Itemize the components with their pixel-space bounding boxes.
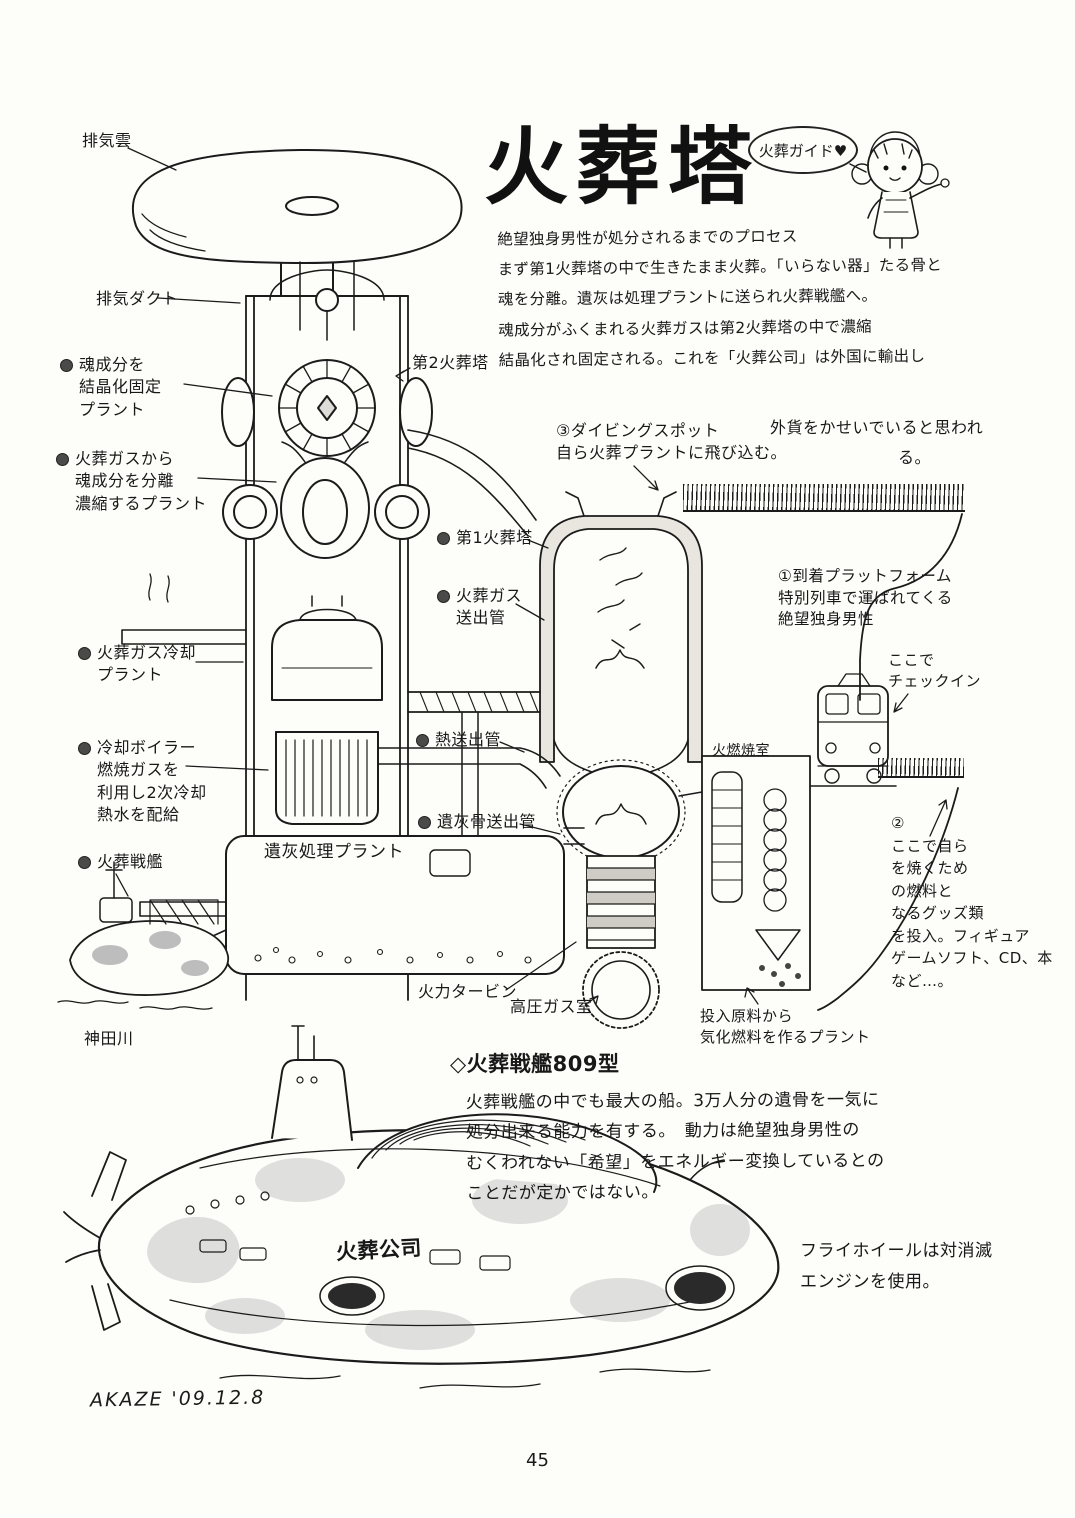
label-combustion-room: 火燃焼室 (712, 743, 770, 759)
label-text: 魂成分を 結晶化固定 プラント (79, 355, 162, 419)
label-text: 冷却ボイラー 燃焼ガスを 利用し2次冷却 熱水を配給 (97, 738, 207, 825)
note-dive-spot: ③ダイビングスポット 自ら火葬プラントに飛び込む。 (556, 421, 788, 463)
label-exhaust-cloud: 排気雲 (82, 131, 132, 150)
intro-paragraph: 絶望独身男性が処分されるまでのプロセス まず第1火葬塔の中で生きたまま火葬。「い… (497, 227, 943, 370)
bullet-icon (416, 734, 429, 747)
note-refinery-plant: 投入原料から 気化燃料を作るプラント (700, 1007, 871, 1046)
bullet-icon (78, 742, 91, 755)
warship-section-body: 火葬戦艦の中でも最大の船。3万人分の遺骨を一気に 処分出来る能力を有する。 動力… (465, 1089, 885, 1204)
label-tower1: 第1火葬塔 (437, 527, 533, 549)
label-gas-pipe: 火葬ガス 送出管 (437, 585, 522, 630)
label-cooling-plant: 火葬ガス冷却 プラント (78, 642, 196, 687)
bullet-icon (60, 359, 73, 372)
label-ash-pipe: 遺灰骨送出管 (418, 811, 536, 833)
intro-tail-line: 外貨をかせいでいると思われ (770, 418, 984, 437)
label-crystallize-plant: 魂成分を 結晶化固定 プラント (60, 354, 162, 421)
label-text: 遺灰骨送出管 (437, 812, 537, 831)
note-arrival-platform: ①到着プラットフォーム 特別列車で運ばれてくる 絶望独身男性 (778, 567, 953, 629)
page-title: 火葬塔 (484, 117, 761, 216)
label-warship: 火葬戦艦 (78, 851, 163, 873)
bullet-icon (437, 532, 450, 545)
page-number: 45 (526, 1450, 549, 1471)
label-cooling-boiler: 冷却ボイラー 燃焼ガスを 利用し2次冷却 熱水を配給 (78, 737, 207, 827)
bullet-icon (78, 647, 91, 660)
label-text: 火葬ガス 送出管 (456, 586, 523, 628)
label-heat-pipe: 熱送出管 (416, 729, 501, 751)
grass-hatch (878, 758, 964, 778)
label-turbine: 火力タービン (418, 982, 518, 1001)
bullet-icon (418, 816, 431, 829)
guide-speech-bubble: 火葬ガイド♥ (748, 126, 858, 174)
note-checkin: ここで チェックイン (888, 651, 982, 690)
warship-section-heading: ◇火葬戦艦809型 (450, 1052, 620, 1076)
label-text: 火葬ガス冷却 プラント (97, 643, 197, 685)
note-fuel-goods: ② ここで自ら を焼くため の燃料と なるグッズ類 を投入。フィギュア ゲームソ… (891, 814, 1053, 990)
warship-hull-label: 火葬公司 (335, 1235, 423, 1265)
artist-signature: AKAZE '09.12.8 (89, 1386, 266, 1412)
label-gas-chamber: 高圧ガス室 (510, 997, 593, 1016)
bullet-icon (78, 856, 91, 869)
label-kandagawa: 神田川 (84, 1029, 134, 1048)
intro-tail-end: る。 (898, 448, 932, 467)
label-text: 熱送出管 (435, 730, 502, 749)
label-text: 火葬ガスから 魂成分を分離 濃縮するプラント (75, 449, 208, 513)
label-text: 第1火葬塔 (456, 528, 533, 547)
label-tower2: 第2火葬塔 (412, 353, 489, 372)
label-text: 火葬戦艦 (97, 852, 164, 871)
label-exhaust-duct: 排気ダクト (96, 289, 179, 308)
guide-bubble-text: 火葬ガイド♥ (758, 141, 848, 160)
label-ash-plant: 遺灰処理プラント (264, 842, 404, 862)
grass-hatch (683, 484, 965, 512)
bullet-icon (56, 453, 69, 466)
warship-flywheel-note: フライホイールは対消滅 エンジンを使用。 (800, 1241, 993, 1292)
label-separation-plant: 火葬ガスから 魂成分を分離 濃縮するプラント (56, 448, 207, 515)
bullet-icon (437, 590, 450, 603)
